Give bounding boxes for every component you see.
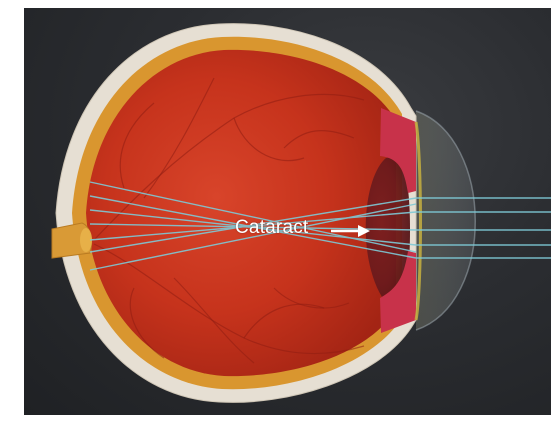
- cornea: [416, 111, 475, 330]
- eye-diagram: [24, 8, 551, 415]
- eye-cross-section-illustration: Cataract: [24, 8, 551, 415]
- cataract-label: Cataract: [235, 217, 308, 239]
- retina: [86, 50, 396, 376]
